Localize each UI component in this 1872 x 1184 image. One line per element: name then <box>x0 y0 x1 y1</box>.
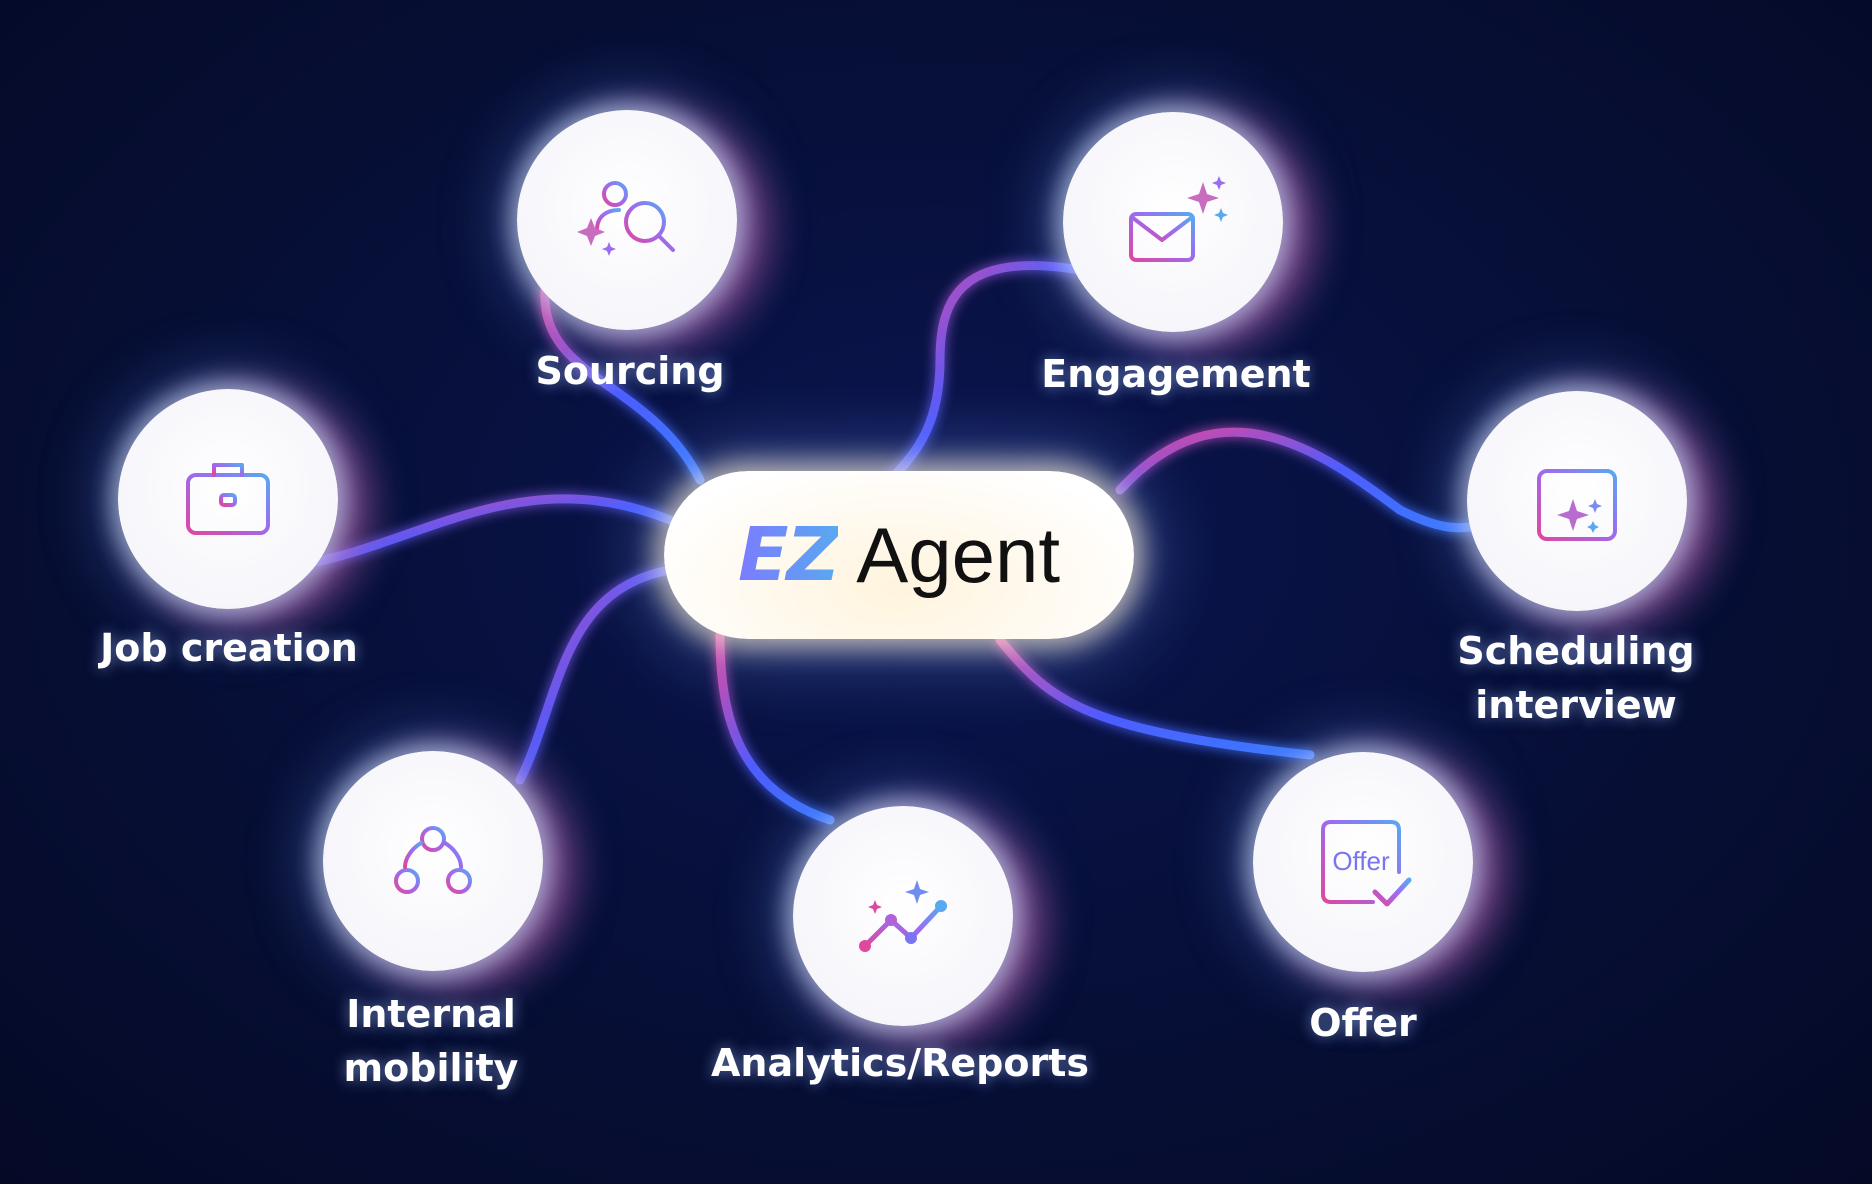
ez-agent-hub[interactable]: EZ Agent <box>664 471 1134 639</box>
connector-sourcing <box>540 285 705 485</box>
scheduling-interview-node[interactable] <box>1467 391 1687 611</box>
scheduling-interview-label: Scheduling interview <box>1457 629 1695 727</box>
sourcing-node[interactable] <box>517 110 737 330</box>
network-circles-icon <box>394 826 472 894</box>
offer-label: Offer <box>1309 1001 1417 1045</box>
connector-engagement <box>885 261 1085 485</box>
analytics-reports-label: Analytics/Reports <box>711 1041 1089 1085</box>
internal-mobility-label: Internal mobility <box>343 992 519 1090</box>
hub-title: Agent <box>856 510 1061 599</box>
envelope-sparkle-icon <box>1129 176 1228 262</box>
person-search-sparkle-icon <box>577 181 675 256</box>
engagement-node[interactable] <box>1063 112 1283 332</box>
offer-icon-text: Offer <box>1332 846 1390 876</box>
connector-analytics-reports <box>715 630 835 825</box>
briefcase-icon <box>186 463 270 535</box>
connector-internal-mobility <box>515 565 675 785</box>
connector-job-creation <box>295 494 675 570</box>
ez-logo: EZ <box>737 512 840 598</box>
calendar-sparkle-icon <box>1537 461 1617 541</box>
sourcing-label: Sourcing <box>535 349 725 393</box>
internal-mobility-node[interactable] <box>323 751 543 971</box>
offer-node[interactable]: Offer <box>1253 752 1473 972</box>
engagement-label: Engagement <box>1041 352 1311 396</box>
connector-scheduling-interview <box>1115 427 1485 533</box>
job-creation-node[interactable] <box>118 389 338 609</box>
connector-offer <box>995 635 1315 760</box>
trend-line-sparkle-icon <box>859 880 947 952</box>
offer-document-check-icon: Offer <box>1321 820 1412 907</box>
analytics-reports-node[interactable] <box>793 806 1013 1026</box>
job-creation-label: Job creation <box>100 626 358 670</box>
